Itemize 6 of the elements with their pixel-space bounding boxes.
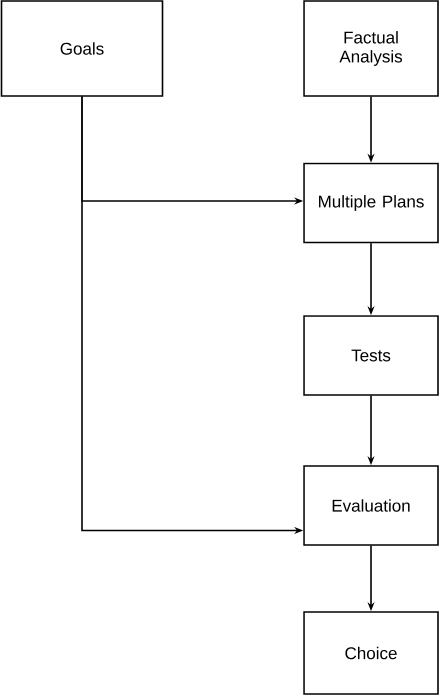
- process-box: Goals: [0, 0, 164, 97]
- process-box: Tests: [303, 315, 439, 396]
- process-box: Evaluation: [303, 465, 439, 546]
- process-box: Factual Analysis: [303, 0, 439, 97]
- process-box: Choice: [303, 611, 439, 695]
- process-box: Multiple Plans: [303, 162, 439, 244]
